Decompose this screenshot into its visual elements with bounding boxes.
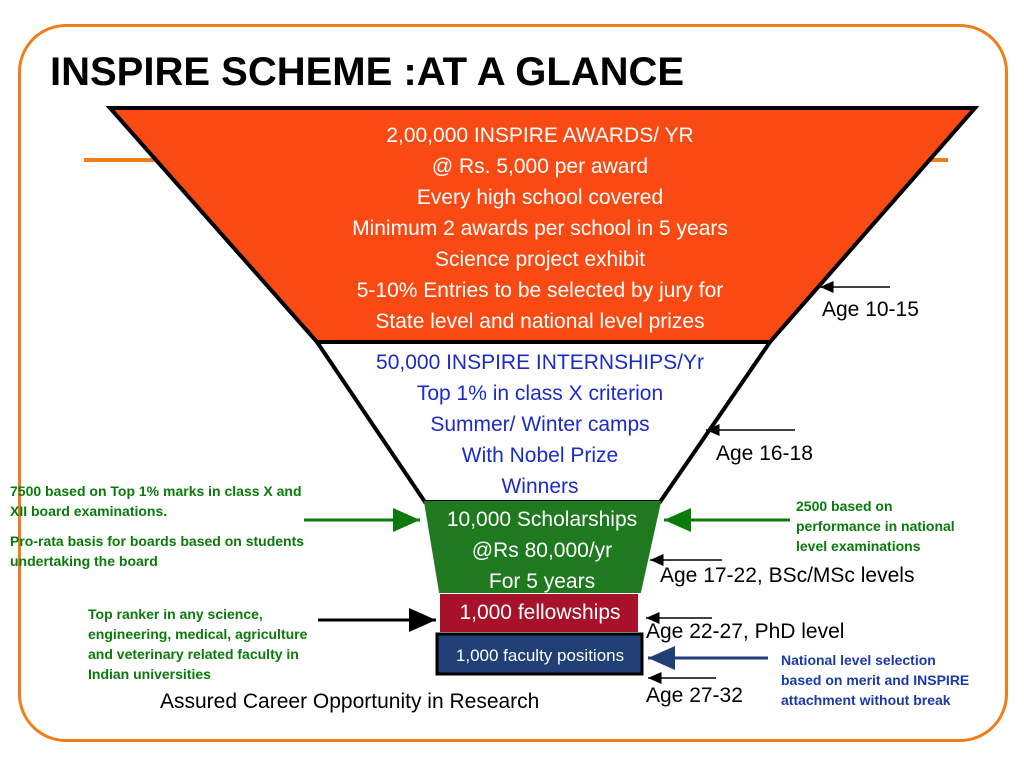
note-line: and veterinary related faculty in	[88, 646, 299, 662]
note-line: Pro-rata basis for boards based on stude…	[10, 533, 305, 549]
internships-line: With Nobel Prize	[461, 444, 619, 467]
note-national-selection: National level selection based on merit …	[781, 650, 1017, 710]
note-line: XII board examinations.	[10, 503, 168, 519]
note-line: Top ranker in any science,	[88, 606, 263, 622]
note-line: based on merit and INSPIRE	[781, 672, 970, 688]
internships-line: Top 1% in class X criterion	[416, 382, 664, 405]
note-line: Indian universities	[88, 666, 211, 682]
awards-line: Every high school covered	[416, 186, 664, 209]
note-top-ranker: Top ranker in any science, engineering, …	[88, 604, 378, 684]
awards-line: State level and national level prizes	[375, 310, 705, 333]
slide-title: INSPIRE SCHEME :AT A GLANCE	[50, 50, 685, 94]
awards-line: 5-10% Entries to be selected by jury for	[356, 279, 724, 302]
internships-line: Summer/ Winter camps	[430, 413, 650, 436]
internships-line: Winners	[501, 475, 579, 498]
awards-line: Science project exhibit	[434, 248, 646, 271]
note-line: 2500 based on	[796, 498, 893, 514]
career-caption: Assured Career Opportunity in Research	[160, 690, 540, 713]
note-line: undertaking the board	[10, 553, 158, 569]
scholarships-tier	[423, 501, 662, 593]
note-line: attachment without break	[781, 692, 951, 708]
fellowships-tier	[440, 594, 638, 632]
internships-line: 50,000 INSPIRE INTERNSHIPS/Yr	[376, 351, 704, 374]
note-line: performance in national	[796, 518, 955, 534]
scholarships-line: @Rs 80,000/yr	[471, 539, 613, 562]
note-line: National level selection	[781, 652, 936, 668]
fellowships-text: 1,000 fellowships	[459, 601, 621, 624]
slide-frame	[18, 24, 1008, 742]
age-label-16-18: Age 16-18	[716, 442, 813, 465]
note-class-x-xii: 7500 based on Top 1% marks in class X an…	[10, 481, 380, 521]
awards-line: @ Rs. 5,000 per award	[431, 155, 649, 178]
scholarships-text: 10,000 Scholarships @Rs 80,000/yr For 5 …	[418, 504, 666, 597]
faculty-text: 1,000 faculty positions	[455, 646, 625, 665]
note-line: 7500 based on Top 1% marks in class X an…	[10, 483, 302, 499]
awards-line: 2,00,000 INSPIRE AWARDS/ YR	[386, 124, 694, 147]
scholarships-line: 10,000 Scholarships	[446, 508, 638, 531]
note-pro-rata: Pro-rata basis for boards based on stude…	[10, 531, 385, 571]
awards-text: 2,00,000 INSPIRE AWARDS/ YR @ Rs. 5,000 …	[280, 120, 800, 337]
internships-text: 50,000 INSPIRE INTERNSHIPS/Yr Top 1% in …	[320, 347, 760, 502]
age-label-10-15: Age 10-15	[822, 298, 919, 321]
note-line: level examinations	[796, 538, 921, 554]
note-national-exams: 2500 based on performance in national le…	[796, 496, 1011, 556]
age-label-17-22: Age 17-22, BSc/MSc levels	[660, 564, 915, 587]
note-line: engineering, medical, agriculture	[88, 626, 308, 642]
age-label-27-32: Age 27-32	[646, 684, 743, 707]
faculty-tier	[435, 632, 644, 676]
awards-line: Minimum 2 awards per school in 5 years	[352, 217, 728, 240]
scholarships-line: For 5 years	[488, 570, 596, 593]
age-label-22-27: Age 22-27, PhD level	[646, 620, 845, 643]
